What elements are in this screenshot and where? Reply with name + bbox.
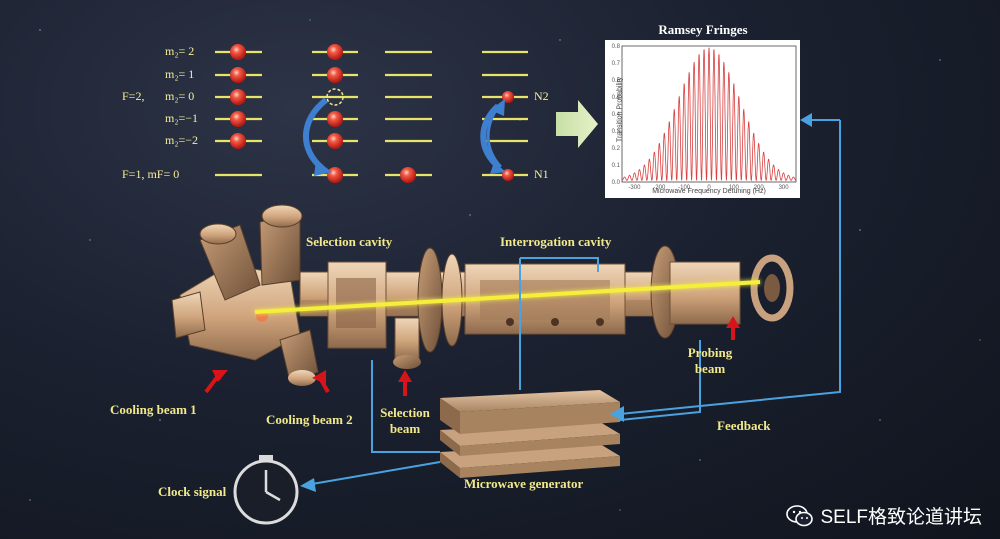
atoms-col1 [230,44,246,149]
selection-cavity-label: Selection cavity [306,234,393,249]
x-tick-label: 200 [754,185,765,191]
interrogation-cavity-label: Interrogation cavity [500,234,612,249]
energy-level-diagram [215,44,528,183]
selection-beam-label-line2: beam [389,421,421,436]
atom [327,111,343,127]
atom [400,167,416,183]
microwave-generator-box [440,390,620,478]
atom [327,167,343,183]
wechat-icon [786,504,814,526]
chart-title: Ramsey Fringes [658,22,748,37]
clock-arrowhead [300,478,316,492]
atom [230,111,246,127]
n1-label: N1 [534,167,549,181]
y-tick-label: 0.4 [612,112,621,118]
physics-package [171,204,794,386]
chart-ylabel: Transition Probability [616,76,624,143]
atoms-col2 [327,44,343,183]
watermark: SELF格致论道讲坛 [786,502,982,529]
sublevel-label: m₂=−1 [165,111,199,125]
empty-atom-marker [326,88,344,106]
group-label-f2: F=2, [122,89,145,103]
sublevel-label: m₂= 1 [165,67,195,81]
y-tick-label: 0.3 [612,129,621,135]
atom [502,91,514,103]
probing-beam-label-line1: Probing [687,345,733,360]
y-tick-label: 0.0 [612,180,621,186]
y-tick-labels: 0.0 0.1 0.2 0.3 0.4 0.5 0.6 0.7 0.8 [612,44,621,186]
selection-beam-label-line1: Selection [380,405,430,420]
x-tick-label: 300 [779,185,790,191]
y-tick-label: 0.5 [612,95,621,101]
n2-label: N2 [534,89,549,103]
x-tick-label: -300 [628,185,641,191]
atom [230,44,246,60]
y-tick-label: 0.2 [612,146,621,152]
cooling-beam-2-label: Cooling beam 2 [266,412,353,427]
probing-beam-label-line2: beam [694,361,726,376]
sublevel-label: m₂= 0 [165,89,195,103]
clock-signal-label: Clock signal [158,484,227,499]
y-tick-label: 0.6 [612,78,621,84]
fringe-curve [621,47,797,182]
transfer-arrow-down [303,97,328,171]
atom [230,89,246,105]
ground-level-label: F=1, mF= 0 [122,167,180,181]
atomic-beam [254,280,761,314]
level-lines-col3 [385,50,432,177]
atom [230,133,246,149]
atom [327,44,343,60]
sublevel-label: m₂= 2 [165,44,195,58]
x-tick-label: -200 [653,185,666,191]
y-tick-label: 0.8 [612,44,621,50]
feedback-label: Feedback [717,418,771,433]
fringe-line [621,47,797,182]
signal-lines [311,119,841,485]
y-tick-label: 0.1 [612,163,621,169]
mot-chamber [171,204,319,386]
probe-chamber [669,261,741,325]
beam-arrows [204,316,740,396]
x-tick-labels: -300 -200 -100 0 100 200 300 [628,185,789,191]
x-tick-label: 0 [707,185,711,191]
cooling-beam-1-label: Cooling beam 1 [110,402,197,417]
chart-xlabel: Microwave Frequency Detuning (Hz) [652,188,766,195]
y-tick-label: 0.7 [612,61,621,67]
x-tick-label: -100 [678,185,691,191]
plot-frame [621,45,797,183]
microwave-generator-label: Microwave generator [464,476,584,491]
end-flange [750,254,794,322]
atom [327,67,343,83]
atom [230,67,246,83]
watermark-text: SELF格致论道讲坛 [820,507,982,528]
clock-icon [233,455,299,525]
feedback-arrowhead [610,406,624,422]
green-arrow-icon [556,100,598,148]
atom [327,133,343,149]
sublevel-label: m₂=−2 [165,133,199,147]
x-tick-label: 100 [729,185,740,191]
